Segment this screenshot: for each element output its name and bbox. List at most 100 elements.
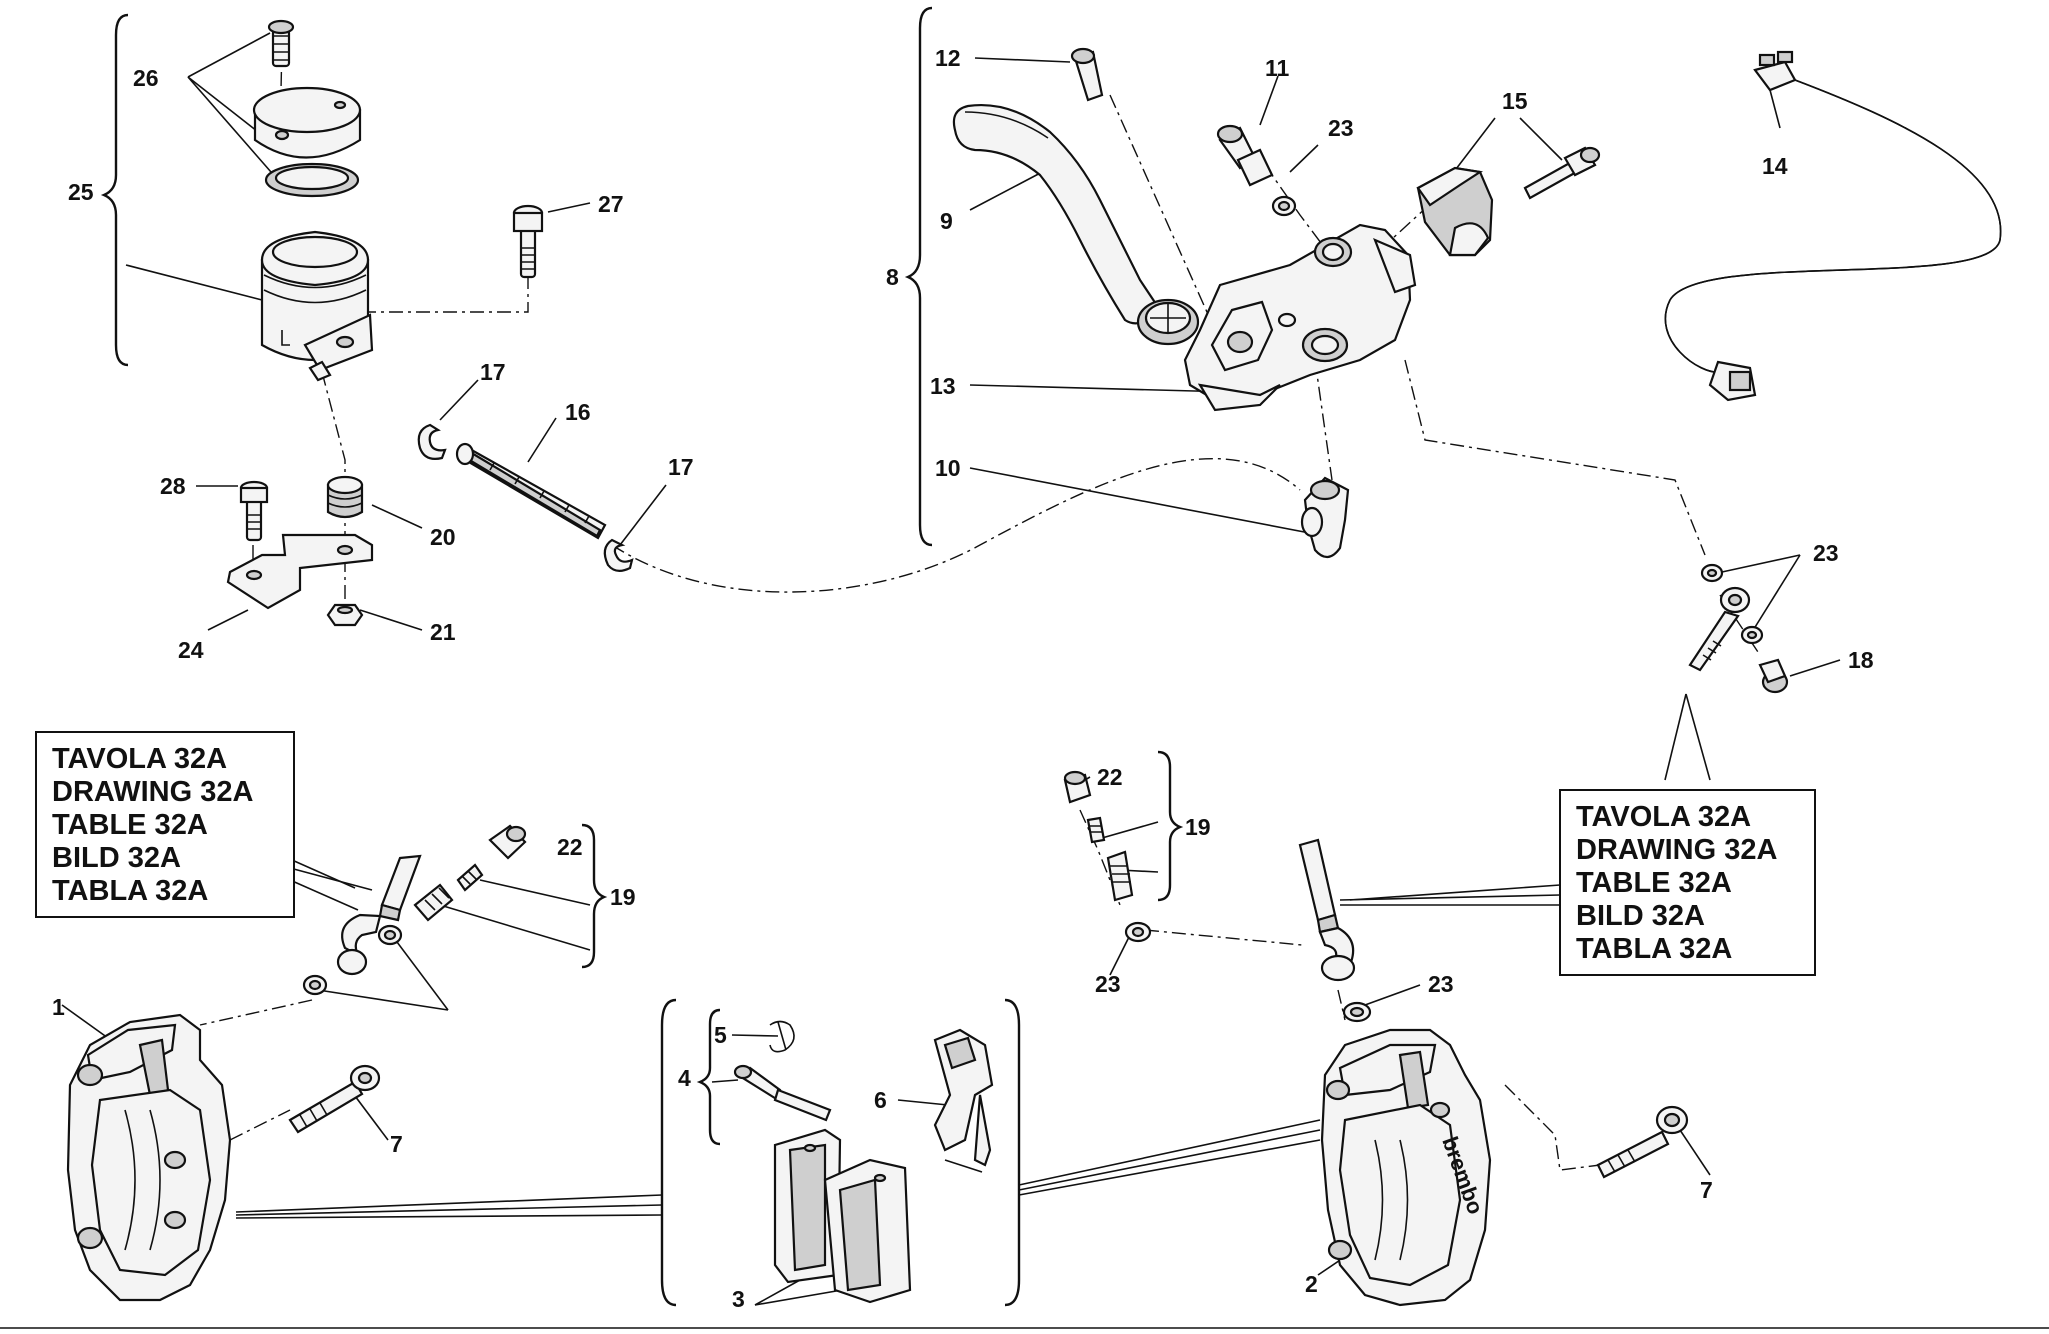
dash-screw12-lever [1109, 94, 1216, 331]
nut-21 [326, 603, 364, 627]
ref-right-line-1: TAVOLA 32A [1576, 801, 1751, 833]
washer-23-left-a [377, 924, 403, 946]
screw-28 [239, 480, 269, 542]
sensor-cable-14 [1664, 50, 2002, 402]
label-27: 27 [598, 191, 624, 217]
ref-left-line-3: TABLE 32A [52, 809, 208, 841]
caliper-bolt-7-left [288, 1064, 381, 1134]
label-18: 18 [1848, 647, 1874, 673]
hose-16 [455, 442, 607, 540]
label-21: 21 [430, 619, 456, 645]
label-1: 1 [52, 994, 65, 1020]
label-4: 4 [678, 1065, 691, 1091]
adjuster-knob [1136, 298, 1200, 346]
switch-screw-15 [1523, 146, 1601, 200]
label-6: 6 [874, 1087, 887, 1113]
brake-line-right [1298, 838, 1356, 982]
label-25: 25 [68, 179, 94, 205]
screw-27 [512, 204, 544, 279]
ref-left-line-4: BILD 32A [52, 842, 181, 874]
label-5: 5 [714, 1022, 727, 1048]
master-cylinder-body [1183, 223, 1417, 412]
dash-hose-to-fitting10 [611, 458, 1301, 593]
washer-23-right-caliper [1342, 1001, 1372, 1023]
reservoir-body [260, 230, 374, 382]
banjo-fitting-10 [1300, 476, 1350, 559]
bleeder-19-left [413, 863, 484, 922]
label-17-bottom: 17 [668, 454, 694, 480]
ref-right-line-2: DRAWING 32A [1576, 834, 1777, 866]
label-2: 2 [1305, 1271, 1318, 1297]
pad-spring-6 [933, 1028, 994, 1173]
label-3: 3 [732, 1286, 745, 1312]
washer-23-top [1271, 195, 1297, 217]
label-24: 24 [178, 637, 204, 663]
label-20: 20 [430, 524, 456, 550]
label-7-left: 7 [390, 1131, 403, 1157]
brace-8 [904, 6, 933, 547]
washer-23-right-small [1124, 921, 1152, 943]
brake-pad-3a [773, 1128, 842, 1284]
label-17-top: 17 [480, 359, 506, 385]
label-23-right-small: 23 [1095, 971, 1121, 997]
dash-body-right-line [1404, 359, 1706, 556]
label-15: 15 [1502, 88, 1528, 114]
grommet-20 [326, 475, 364, 519]
dash-reservoir-bracket [321, 371, 346, 600]
screw-26 [267, 19, 295, 68]
label-12: 12 [935, 45, 961, 71]
label-14: 14 [1762, 153, 1788, 179]
label-23-top: 23 [1328, 115, 1354, 141]
bolt-18 [1758, 658, 1789, 694]
pin-5 [769, 1020, 795, 1053]
brake-light-switch-15 [1416, 166, 1494, 257]
fitting-11 [1216, 124, 1274, 187]
washer-23-upper-right [1700, 563, 1724, 583]
dash-body-fitting10 [1314, 359, 1333, 481]
label-19-left: 19 [610, 884, 636, 910]
dash-left-caliper-bolt7 [229, 1109, 291, 1141]
ref-left-line-2: DRAWING 32A [52, 776, 253, 808]
clamp-17-top [417, 423, 447, 460]
label-10: 10 [935, 455, 961, 481]
brake-pad-3b [823, 1158, 912, 1304]
brace-19-left [581, 823, 608, 969]
label-9: 9 [940, 208, 953, 234]
ref-right-line-5: TABLA 32A [1576, 933, 1732, 965]
clamp-17-bottom [603, 538, 634, 572]
bracket-pads-left [660, 998, 677, 1307]
label-19-right: 19 [1185, 814, 1211, 840]
caliper-2: brembo [1320, 1028, 1492, 1307]
label-16: 16 [565, 399, 591, 425]
bleeder-19-right [1086, 816, 1134, 902]
ref-box-left: TAVOLA 32A DRAWING 32A TABLE 32A BILD 32… [35, 731, 295, 918]
part-number-labels: 26 25 27 17 16 17 28 20 21 24 12 11 23 1… [52, 45, 1874, 1312]
brake-line-left [336, 854, 422, 976]
label-13: 13 [930, 373, 956, 399]
washer-23-left-b [302, 974, 328, 996]
ref-right-line-3: TABLE 32A [1576, 867, 1732, 899]
dash-right-washer-banjo [1144, 929, 1303, 946]
label-22-left: 22 [557, 834, 583, 860]
caliper-bolt-7-right [1596, 1105, 1689, 1179]
brace-25 [100, 13, 129, 367]
label-8: 8 [886, 264, 899, 290]
label-23-upper-right: 23 [1813, 540, 1839, 566]
label-26: 26 [133, 65, 159, 91]
brace-19-right [1157, 750, 1184, 902]
label-23-right-caliper: 23 [1428, 971, 1454, 997]
pin-4 [733, 1064, 832, 1122]
ref-right-line-4: BILD 32A [1576, 900, 1705, 932]
label-7-right: 7 [1700, 1177, 1713, 1203]
ref-left-line-1: TAVOLA 32A [52, 743, 227, 775]
bleeder-cap-22-right [1063, 770, 1092, 804]
bracket-pads-right [1004, 998, 1021, 1307]
caliper-1 [66, 1013, 232, 1302]
ref-box-right: TAVOLA 32A DRAWING 32A TABLE 32A BILD 32… [1559, 789, 1816, 976]
dash-right-caliper-bolt7 [1504, 1084, 1601, 1171]
reservoir-gasket [264, 162, 360, 198]
label-22-right: 22 [1097, 764, 1123, 790]
dash-left-banjo-caliper [199, 999, 313, 1026]
reservoir-cap [252, 86, 362, 159]
